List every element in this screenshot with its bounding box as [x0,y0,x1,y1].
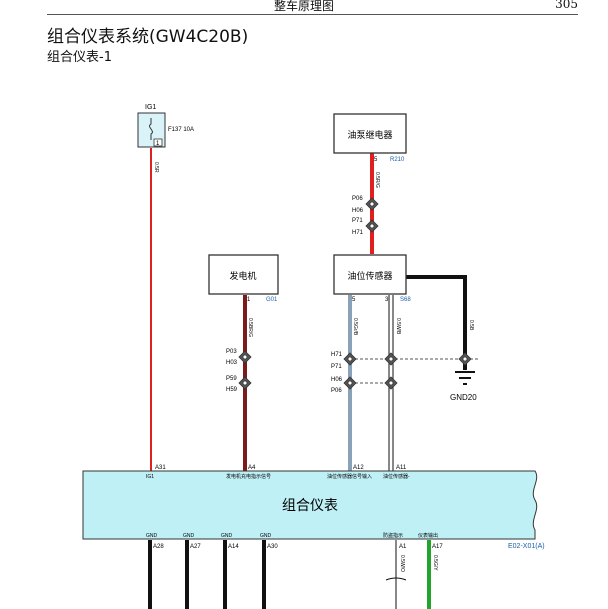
cluster-pin-a11-caption: 油位传感器- [383,473,410,480]
fuel-sensor-connector: S68 [400,297,411,303]
generator-wire: 0.5BR/G [247,318,253,337]
splice-label-h06-bottom: H06 [331,377,343,383]
fuel-sensor-pin-3: 3 [385,297,389,303]
splice-label-h71-bottom: H71 [331,352,343,358]
splice-label-p03: P03 [226,349,237,355]
cluster-pin-a28: A28 [153,544,164,550]
splice-label-h59: H59 [226,387,238,393]
splice-diamond [343,352,357,366]
cluster-pin-a11: A11 [396,465,407,471]
ig1-pin-box [153,138,163,147]
cluster-pin-a31-caption: IG1 [146,474,154,480]
splice-label-p06-top: P06 [352,196,363,202]
generator-label: 发电机 [229,270,256,281]
wire-break-mark [385,577,407,581]
fuel-sensor-wire-left: 0.5Gr/B [352,318,358,336]
splice-label-h03: H03 [226,360,238,366]
splice-diamond [365,197,379,211]
cluster-connector-label: E02-X01(A) [508,543,545,550]
cluster-pin-a12-caption: 油位传感器信号输入 [327,473,372,480]
fuel-pump-relay-connector: R210 [390,157,405,163]
cluster-a1-caption: 防盗指示 [383,532,403,539]
header-title: 整车原理图 [273,0,334,13]
cluster-pin-a17: A17 [432,544,443,550]
ig1-pin: 1 [156,141,160,147]
instrument-cluster-block [82,470,538,540]
fuel-pump-relay-pin: 5 [374,157,378,163]
cluster-pin-a30: A30 [267,544,278,550]
cluster-pin-a12: A12 [353,465,364,471]
splice-label-p59: P59 [226,376,237,382]
fuel-sensor-pin-5: 5 [352,297,356,303]
wire-a1-label: 0.5W/O [399,555,405,572]
generator-pin: 1 [247,297,251,303]
cluster-a17-caption: 仪表输出 [418,532,438,539]
cluster-pin-a4-caption: 发电机充电指示信号 [226,473,271,480]
splice-label-p71-top: P71 [352,218,363,224]
document-subtitle: 组合仪表-1 [47,50,112,65]
ig1-wire-label: 0.5R [153,162,159,173]
cluster-gnd-caption-1: GND [146,533,158,539]
fuel-level-sensor-label: 油位传感器 [347,270,392,281]
cluster-pin-a31: A31 [155,465,166,471]
cluster-pin-a14: A14 [228,544,239,550]
splice-label-p06-bottom: P06 [331,388,342,394]
cluster-gnd-caption-2: GND [183,533,195,539]
ig1-label: IG1 [145,104,156,111]
splice-diamond [384,376,398,390]
ground-symbol [455,371,475,385]
splice-diamond [343,376,357,390]
wire-a17-label: 0.5G/Y [432,555,438,571]
ground-label: GND20 [450,393,477,402]
cluster-pin-a4: A4 [248,465,256,471]
cluster-gnd-caption-3: GND [221,533,233,539]
splice-diamond [458,352,472,366]
splice-label-p71-bottom: P71 [331,364,342,370]
cluster-label: 组合仪表 [282,497,338,513]
splice-label-h06-top: H06 [352,208,364,214]
generator-connector: G01 [266,297,278,303]
cluster-gnd-caption-4: GND [260,533,272,539]
fuse-icon [149,118,153,140]
fuel-level-sensor-box [333,254,407,295]
generator-box [208,254,279,295]
fuel-pump-relay-wire: 0.5R/G [374,172,380,188]
splice-diamond [238,350,252,364]
fuel-sensor-wire-right: 0.5W/B [395,318,401,335]
splice-diamond [238,376,252,390]
ig1-fuse-rating: F137 10A [168,127,194,133]
page-number: 305 [555,0,578,11]
cluster-pin-a27: A27 [190,544,201,550]
fuel-pump-relay-label: 油泵继电器 [347,129,392,140]
ground-wire-label: 0.5B [468,320,474,331]
splice-diamond [384,352,398,366]
cluster-pin-a1: A1 [399,544,407,550]
splice-connectors [238,197,472,390]
header-rule [47,14,578,15]
splice-diamond [365,219,379,233]
document-title: 组合仪表系统(GW4C20B) [47,27,249,47]
fuel-pump-relay-box [333,113,407,154]
wire-sensor-to-ground [406,275,467,370]
splice-label-h71-top: H71 [352,230,364,236]
